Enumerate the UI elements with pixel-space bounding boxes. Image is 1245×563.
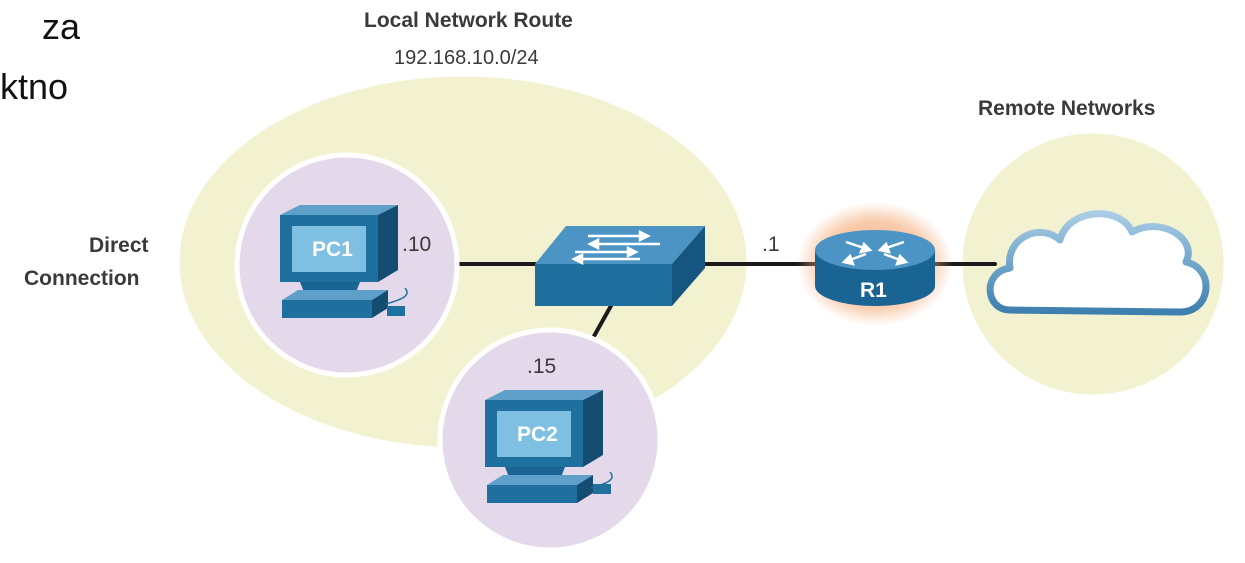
pc1-host-address: .10 bbox=[402, 233, 432, 256]
remote-networks-title: Remote Networks bbox=[978, 97, 1156, 120]
pc2-label: PC2 bbox=[517, 423, 558, 446]
pc1-computer-icon bbox=[280, 205, 408, 318]
pc1-label: PC1 bbox=[312, 238, 353, 261]
local-network-subnet: 192.168.10.0/24 bbox=[394, 47, 539, 69]
pc2-computer-icon bbox=[485, 390, 613, 503]
text-fragment-line1: za bbox=[42, 6, 81, 47]
router-icon bbox=[815, 230, 935, 306]
direct-connection-line2: Connection bbox=[24, 267, 140, 290]
text-fragment-line2: ktno bbox=[0, 66, 69, 107]
local-network-title: Local Network Route bbox=[364, 9, 573, 32]
pc2-host-address: .15 bbox=[527, 355, 557, 378]
cloud-icon bbox=[986, 210, 1210, 316]
switch-icon bbox=[535, 226, 705, 306]
router-interface-address: .1 bbox=[762, 233, 780, 256]
router-label: R1 bbox=[860, 279, 887, 302]
direct-connection-line1: Direct bbox=[89, 234, 149, 257]
